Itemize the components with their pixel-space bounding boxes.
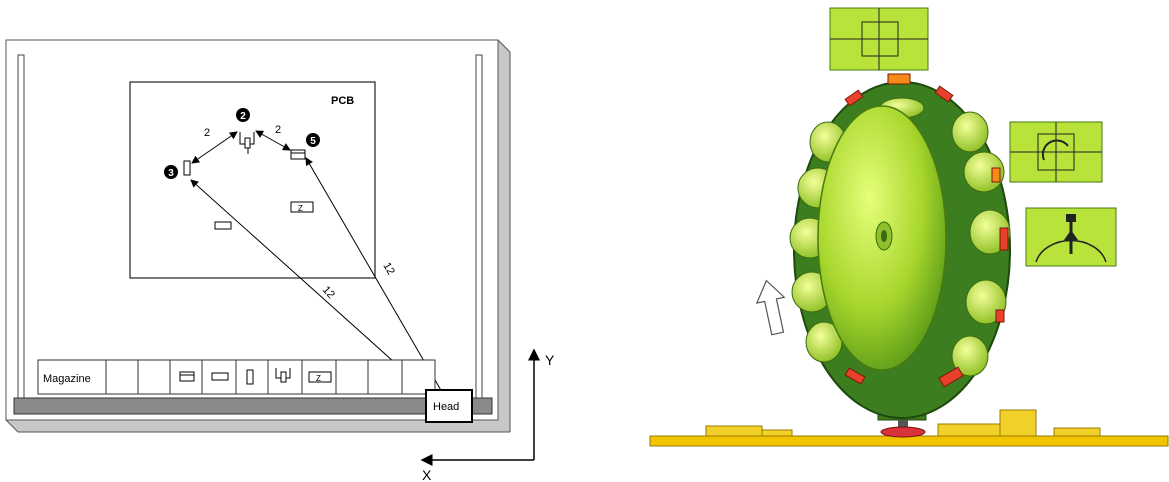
path-3-to-2: [191, 131, 238, 164]
component-resistor-symbol: [214, 221, 232, 230]
rotation-direction-arrow: [755, 279, 786, 336]
svg-text:3: 3: [168, 168, 174, 179]
axis-y-label: Y: [545, 352, 555, 368]
svg-text:2: 2: [240, 111, 246, 122]
xy-axes: [420, 348, 540, 466]
placed-component: [880, 426, 926, 438]
head-label: Head: [433, 401, 459, 413]
active-nozzle-tip: [898, 420, 908, 428]
magazine-z-glyph: Z: [316, 374, 321, 383]
marker-5: 5: [306, 133, 320, 147]
magazine-label: Magazine: [43, 373, 91, 385]
pcb-label: PCB: [331, 95, 354, 107]
path-head-to-5: [305, 157, 443, 393]
marker-3: 3: [164, 165, 178, 179]
component-z-symbol: Z: [290, 201, 314, 213]
gantry-rail: [13, 397, 493, 415]
component-3-symbol: [183, 160, 191, 176]
picked-components: [844, 73, 1009, 388]
path-head-5-label: 12: [380, 261, 397, 278]
component-2-symbol: [239, 132, 255, 154]
placement-head: [425, 389, 473, 423]
rotation-correction-view: [1009, 121, 1103, 183]
axis-x-label: X: [422, 467, 432, 482]
rail-left: [17, 54, 25, 401]
top-camera-view: [829, 7, 929, 71]
placement-path-diagram: PCB Z 2 3 5 2 2 12 12: [5, 39, 555, 482]
marker-2: 2: [236, 108, 250, 122]
magazine: [37, 359, 436, 395]
svg-text:Z: Z: [298, 204, 303, 213]
path-2-to-5: [255, 130, 291, 151]
path-3-2-label: 2: [204, 127, 210, 139]
nozzle-check-view: [1025, 207, 1117, 267]
pcb-base: [649, 409, 1169, 447]
component-5-symbol: [290, 149, 306, 160]
rail-right: [475, 54, 483, 401]
revolver-head-illustration: [649, 7, 1169, 447]
magazine-slot-icons: [179, 368, 332, 385]
path-2-5-label: 2: [275, 124, 281, 136]
pcb-board: [129, 81, 376, 279]
svg-text:5: 5: [310, 136, 316, 147]
